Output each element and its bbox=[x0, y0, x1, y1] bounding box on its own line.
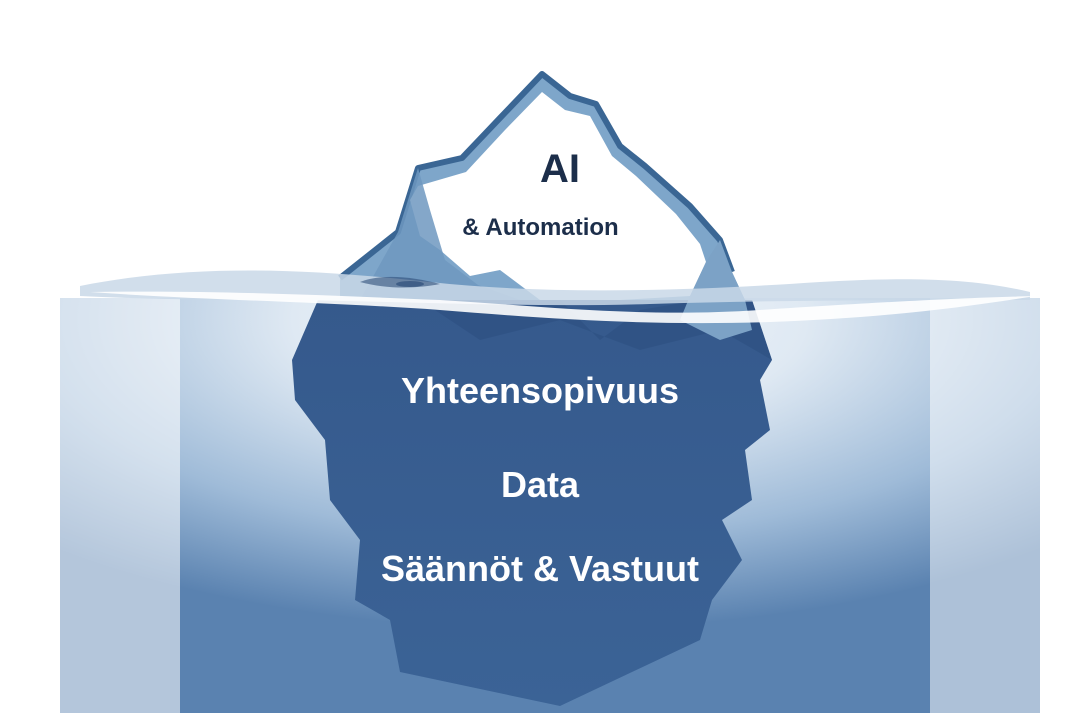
water-ripple bbox=[396, 281, 424, 287]
iceberg-title: AI bbox=[540, 147, 580, 191]
iceberg-peak-face bbox=[410, 92, 706, 300]
underwater-item-2: Data bbox=[500, 464, 580, 505]
iceberg-subtitle: & Automation bbox=[462, 214, 619, 241]
water-fade-right bbox=[930, 298, 1082, 713]
water-fade-left bbox=[0, 298, 180, 713]
underwater-item-3: Säännöt & Vastuut bbox=[380, 548, 700, 589]
iceberg-peak-left-facet bbox=[360, 168, 520, 300]
underwater-item-1: Yhteensopivuus bbox=[400, 370, 680, 411]
water-surface-front bbox=[90, 291, 1035, 324]
iceberg-underwater bbox=[292, 298, 772, 706]
